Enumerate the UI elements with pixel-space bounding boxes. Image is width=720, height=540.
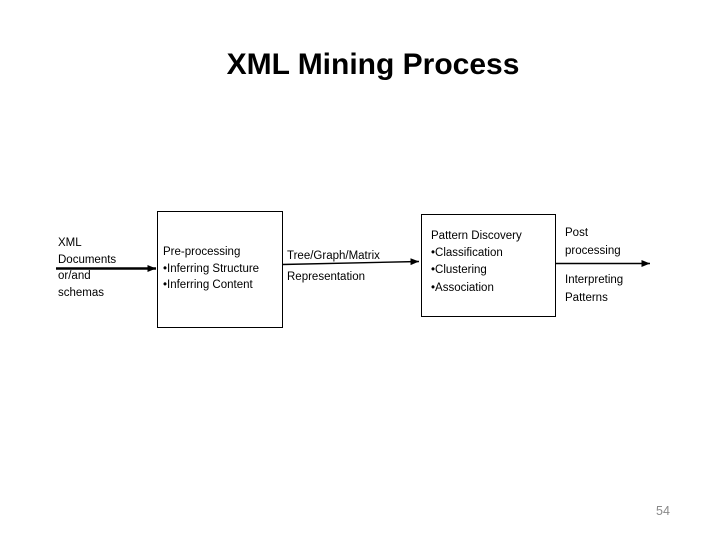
input-label-line: XML <box>58 237 82 249</box>
input-label-line: schemas <box>58 286 105 299</box>
preprocessing-bullet: •Inferring Structure <box>163 262 260 275</box>
preprocessing-box-title: Pre-processing <box>163 246 241 258</box>
interpreting-patterns-line: Patterns <box>565 291 608 304</box>
pattern-discovery-bullet: •Association <box>431 281 494 294</box>
arrow-preprocessing-to-pattern-discovery <box>281 258 420 266</box>
slide-title: XML Mining Process <box>226 48 520 81</box>
pattern-discovery-bullet: •Classification <box>431 247 503 260</box>
preprocessing-box: Pre-processing •Inferring Structure •Inf… <box>157 211 283 328</box>
input-label-line: Documents <box>58 253 117 266</box>
input-label: XML Documents or/and schemas <box>58 235 116 301</box>
representation-label-line: Tree/Graph/Matrix <box>287 250 380 262</box>
interpreting-patterns-label: Interpreting Patterns <box>565 272 623 307</box>
postprocessing-label-line: Post <box>565 227 589 239</box>
interpreting-patterns-line: Interpreting <box>565 274 624 286</box>
preprocessing-bullet: •Inferring Content <box>163 279 253 291</box>
representation-label-line: Representation <box>287 271 365 283</box>
representation-label: Tree/Graph/Matrix Representation <box>287 246 380 288</box>
postprocessing-label: Post processing <box>565 225 621 260</box>
pattern-discovery-box-title: Pattern Discovery <box>431 230 522 242</box>
postprocessing-label-line: processing <box>565 244 621 257</box>
pattern-discovery-box: Pattern Discovery •Classification •Clust… <box>421 214 556 317</box>
pattern-discovery-bullet: •Clustering <box>431 264 487 277</box>
page-number: 54 <box>656 504 670 518</box>
input-label-line: or/and <box>58 270 91 282</box>
